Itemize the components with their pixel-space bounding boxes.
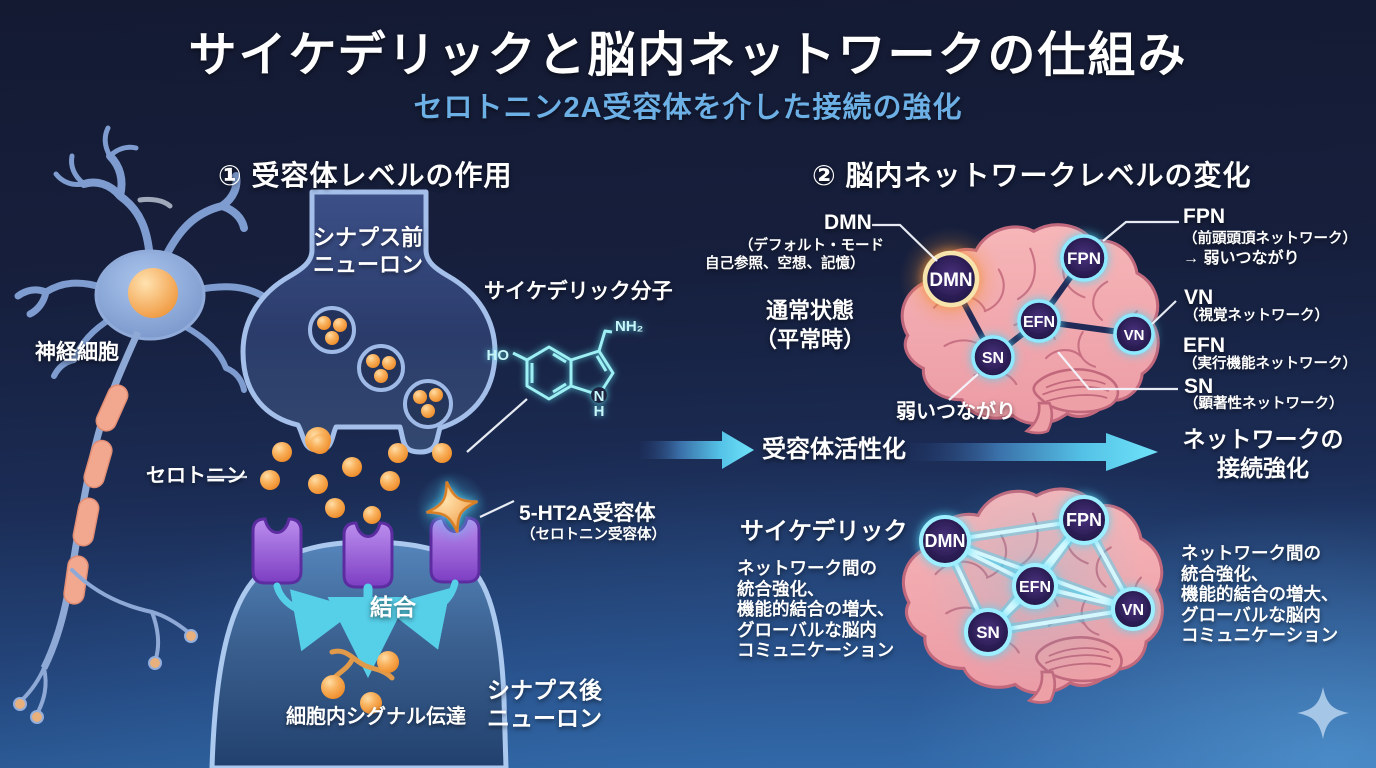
network-node-sn-normal: [971, 335, 1015, 379]
effect-line: 機能的結合の増大、: [737, 599, 895, 619]
sn-label: SN: [1184, 375, 1214, 398]
postsynaptic-label: シナプス後 ニューロン: [487, 676, 602, 732]
node-label: DMN: [925, 531, 966, 551]
effect-line: グローバルな脳内: [737, 619, 877, 640]
serotonin-label: セロトニン: [146, 465, 246, 487]
network-strengthening-line1: ネットワークの: [1182, 426, 1344, 452]
vn-desc: （視覚ネットワーク）: [1184, 308, 1329, 324]
molecule-h-label: H: [594, 403, 605, 420]
postsynaptic-label-line2: ニューロン: [487, 705, 602, 731]
normal-state-line1: 通常状態: [765, 298, 854, 323]
psychedelic-molecule-label: サイケデリック分子: [484, 280, 673, 303]
effect-line: コミュニケーション: [737, 640, 895, 660]
brain-psychedelic-network: DMN FPN EFN SN VN: [919, 470, 1155, 690]
effect-line: ネットワーク間の: [737, 558, 877, 578]
effect-line: 機能的結合の増大、: [1181, 584, 1339, 604]
node-label: FPN: [1067, 249, 1101, 268]
psychedelic-effects-right: ネットワーク間の 統合強化、 機能的結合の増大、 グローバルな脳内 コミュニケー…: [1181, 543, 1339, 646]
pointer-lines-left: [207, 398, 528, 518]
efn-label: EFN: [1183, 334, 1225, 357]
network-node-dmn-normal: [922, 250, 980, 308]
normal-state-label: 通常状態 （平常時）: [730, 296, 890, 354]
transition-arrow-2: [910, 433, 1158, 471]
effect-line: コミュニケーション: [1181, 625, 1339, 645]
receptor-activation-label: 受容体活性化: [762, 436, 906, 463]
node-label: EFN: [1019, 579, 1051, 596]
binding-arrows: [273, 579, 459, 678]
presynaptic-label: シナプス前 ニューロン: [300, 224, 436, 278]
fpn-desc: （前頭頭頂ネットワーク）: [1183, 231, 1357, 247]
fpn-label: FPN: [1183, 205, 1225, 228]
transition-arrow-1: [640, 431, 754, 469]
node-label: VN: [1124, 327, 1145, 344]
serotonin-molecules: [260, 434, 452, 524]
nerve-cell-label: 神経細胞: [35, 341, 119, 364]
network-node-vn-normal: [1113, 313, 1155, 355]
molecule-n-label: N: [594, 388, 605, 405]
node-label: VN: [1122, 602, 1144, 619]
node-label: DMN: [929, 270, 972, 291]
presynaptic-terminal: [240, 189, 498, 455]
binding-label: 結合: [370, 594, 416, 620]
psychedelic-state-label: サイケデリック: [740, 518, 908, 545]
effect-line: ネットワーク間の: [1181, 543, 1321, 563]
node-label: FPN: [1066, 510, 1102, 530]
vn-label: VN: [1184, 286, 1214, 309]
postsynaptic-label-line1: シナプス後: [487, 677, 602, 703]
section1-heading: ① 受容体レベルの作用: [218, 160, 513, 191]
presynaptic-label-line1: シナプス前: [312, 225, 423, 250]
weak-connection-label: 弱いつながり: [896, 401, 1016, 423]
receptor-sublabel: （セロトニン受容体）: [521, 527, 666, 543]
presynaptic-label-line2: ニューロン: [312, 252, 423, 277]
effect-line: 統合強化、: [737, 578, 825, 599]
molecule-structure: HO NH₂ N H: [487, 318, 644, 420]
page-subtitle: セロトニン2A受容体を介した接続の強化: [413, 92, 963, 124]
receptor-label: 5-HT2A受容体: [519, 502, 656, 525]
node-label: SN: [982, 350, 1004, 367]
network-node-dmn-psychedelic: [919, 515, 971, 567]
node-label: EFN: [1023, 314, 1055, 331]
molecule-ho-label: HO: [487, 347, 510, 364]
efn-desc: （実行機能ネットワーク）: [1183, 356, 1357, 372]
brain-normal-network: DMN FPN EFN SN VN: [899, 227, 1155, 379]
sparkle-icon: [1297, 687, 1349, 739]
signal-cascade: [321, 648, 399, 714]
dmn-desc-line2: 自己参照、空想、記憶）: [705, 256, 865, 272]
section2-heading: ② 脳内ネットワークレベルの変化: [812, 160, 1252, 191]
network-node-vn-psychedelic: [1111, 587, 1155, 631]
network-node-sn-psychedelic: [964, 608, 1012, 656]
effect-line: グローバルな脳内: [1181, 604, 1321, 625]
network-node-efn-psychedelic: [1012, 563, 1058, 609]
network-strengthening-label: ネットワークの 接続強化: [1178, 425, 1348, 483]
page-title: サイケデリックと脳内ネットワークの仕組み: [188, 29, 1188, 82]
dmn-label: DMN: [824, 211, 872, 234]
network-node-fpn-normal: [1060, 234, 1108, 282]
sn-desc: （顕著性ネットワーク）: [1184, 396, 1344, 412]
network-node-efn-normal: [1017, 299, 1061, 343]
pointer-lines-right: [872, 220, 1179, 401]
node-label: SN: [976, 623, 1000, 642]
psychedelic-effects-left: ネットワーク間の 統合強化、 機能的結合の増大、 グローバルな脳内 コミュニケー…: [737, 558, 895, 661]
signal-label: 細胞内シグナル伝達: [286, 706, 466, 728]
network-strengthening-line2: 接続強化: [1217, 455, 1309, 481]
fpn-note: → 弱いつながり: [1183, 250, 1300, 267]
network-node-fpn-psychedelic: [1059, 495, 1109, 545]
molecule-nh2-label: NH₂: [615, 318, 643, 335]
effect-line: 統合強化、: [1181, 563, 1269, 584]
psychedelic-star-icon: [426, 481, 478, 533]
normal-state-line2: （平常時）: [754, 327, 865, 352]
receptors: [251, 472, 488, 589]
dmn-desc-line1: （デフォルト・モード: [739, 238, 884, 254]
